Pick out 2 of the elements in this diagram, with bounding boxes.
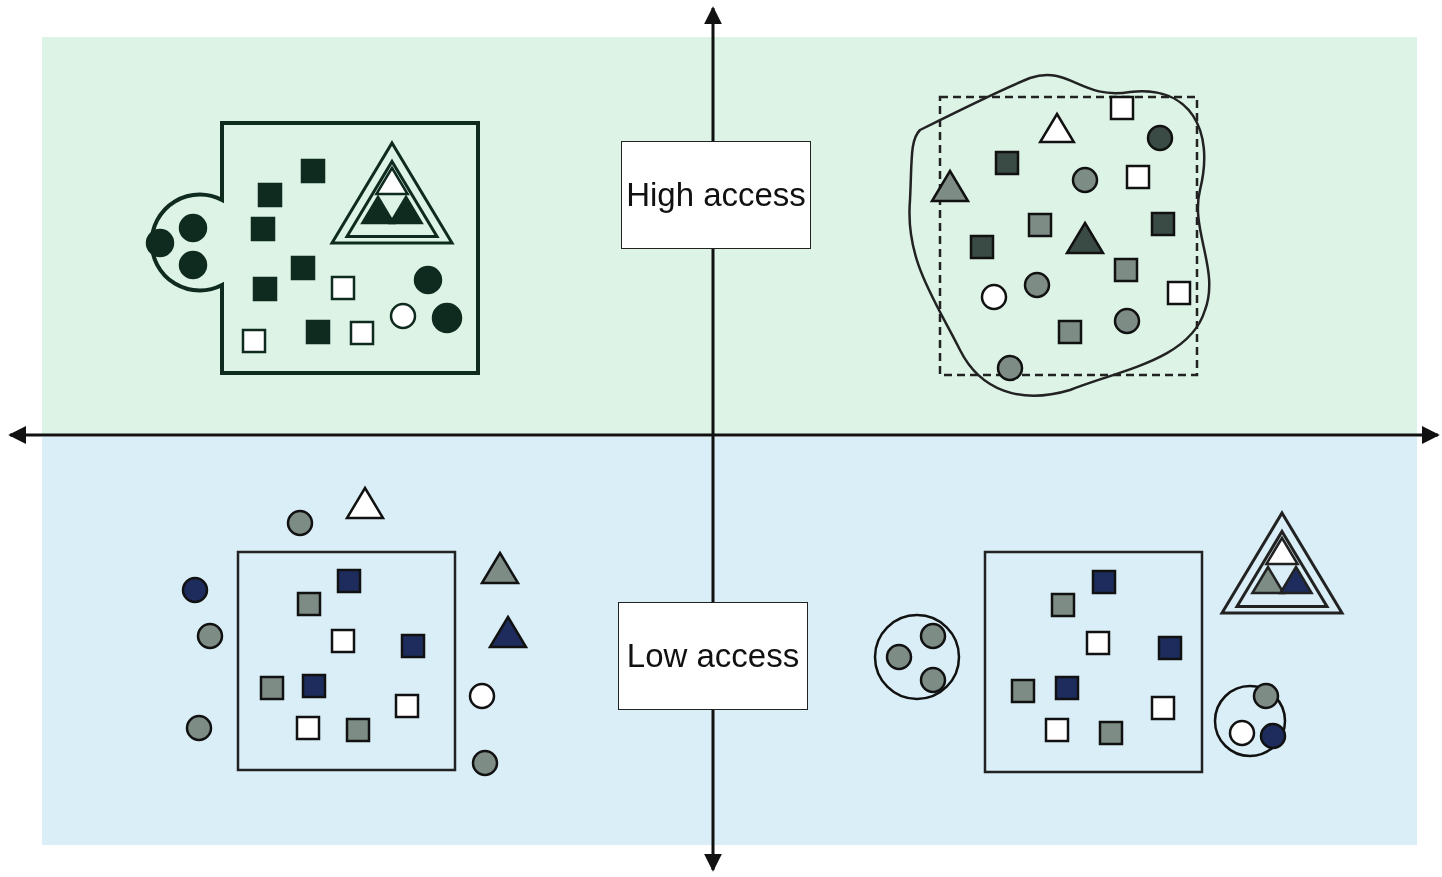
axis-label: High access (621, 141, 811, 249)
axis-label: Low access (618, 602, 808, 710)
